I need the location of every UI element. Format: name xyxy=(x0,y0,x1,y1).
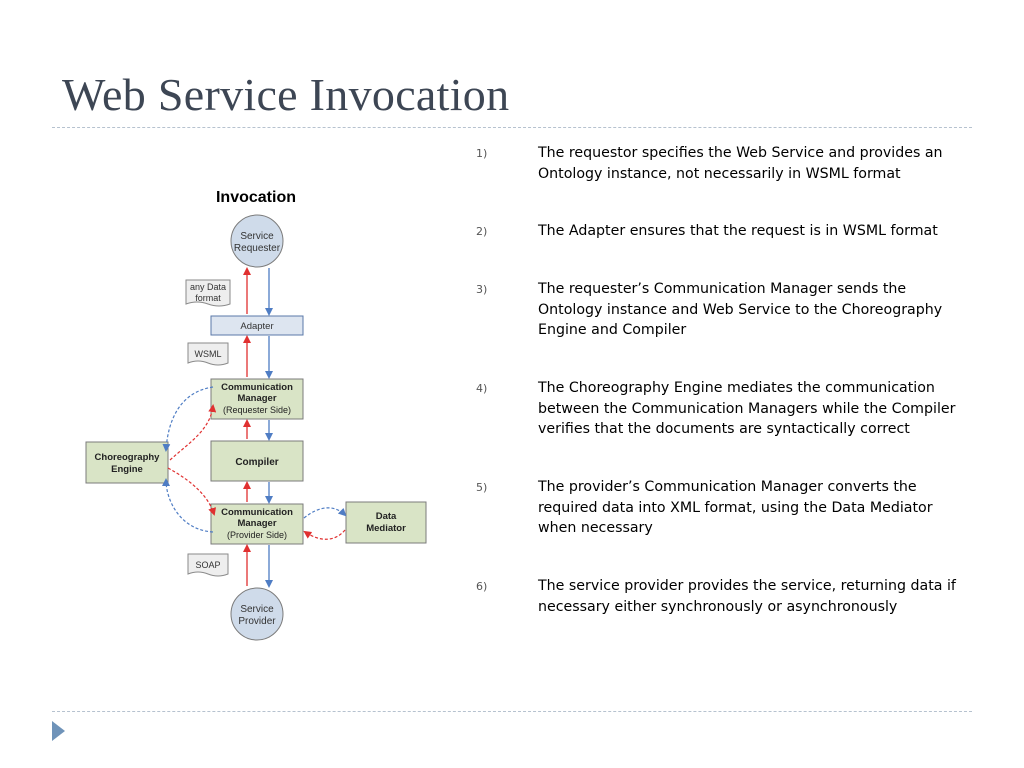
soap-doc: SOAP xyxy=(187,553,229,577)
step-text: The provider’s Communication Manager con… xyxy=(538,479,933,536)
choreography-engine-label-1: Choreography xyxy=(95,452,161,463)
step-number: 5) xyxy=(476,481,488,494)
comm-manager-provider-label-1: Communication xyxy=(221,507,293,518)
comm-manager-requester-label-1: Communication xyxy=(221,382,293,393)
compiler-label: Compiler xyxy=(235,457,278,468)
bottom-divider xyxy=(52,711,972,712)
slide-title: Web Service Invocation xyxy=(62,69,510,120)
choreography-engine-label-2: Engine xyxy=(111,464,143,475)
step-text: The Adapter ensures that the request is … xyxy=(538,223,938,239)
service-requester-label-1: Service xyxy=(240,231,274,242)
comm-manager-provider-label-3: (Provider Side) xyxy=(227,530,287,540)
any-data-format-doc: any Data format xyxy=(185,279,231,307)
soap-label: SOAP xyxy=(195,560,220,570)
comm-manager-requester-label-3: (Requester Side) xyxy=(223,405,291,415)
data-mediator-label-1: Data xyxy=(376,511,397,522)
invocation-diagram: Invocation Service Requester any Data fo… xyxy=(85,189,427,641)
service-requester-label-2: Requester xyxy=(234,243,281,254)
step-number: 6) xyxy=(476,580,488,593)
data-mediator-node: Data Mediator xyxy=(345,501,427,544)
compiler-node: Compiler xyxy=(210,440,304,482)
diagram-heading: Invocation xyxy=(216,189,296,206)
step-number: 1) xyxy=(476,147,488,160)
any-data-format-label-1: any Data xyxy=(190,282,226,292)
step-text: The Choreography Engine mediates the com… xyxy=(538,380,956,437)
wsml-doc: WSML xyxy=(187,342,229,366)
top-divider xyxy=(52,127,972,128)
step-text: The service provider provides the servic… xyxy=(538,578,956,615)
service-provider-label-1: Service xyxy=(240,604,274,615)
adapter-label: Adapter xyxy=(240,321,273,332)
comm-manager-provider-label-2: Manager xyxy=(237,518,276,529)
choreography-engine-node: Choreography Engine xyxy=(85,441,169,484)
comm-manager-provider-node: Communication Manager (Provider Side) xyxy=(210,503,304,545)
comm-manager-requester-label-2: Manager xyxy=(237,393,276,404)
adapter-node: Adapter xyxy=(210,315,304,336)
comm-manager-requester-node: Communication Manager (Requester Side) xyxy=(210,378,304,420)
step-number: 2) xyxy=(476,225,488,238)
flow-arrows xyxy=(162,267,347,588)
service-provider-node: Service Provider xyxy=(230,587,284,641)
play-triangle-icon[interactable] xyxy=(52,721,65,741)
step-number: 4) xyxy=(476,382,488,395)
data-mediator-label-2: Mediator xyxy=(366,523,406,534)
step-text: The requester’s Communication Manager se… xyxy=(538,281,943,338)
any-data-format-label-2: format xyxy=(195,293,221,303)
service-provider-label-2: Provider xyxy=(238,616,276,627)
step-text: The requestor specifies the Web Service … xyxy=(538,145,943,182)
step-number: 3) xyxy=(476,283,488,296)
service-requester-node: Service Requester xyxy=(230,214,284,268)
wsml-label: WSML xyxy=(195,349,222,359)
